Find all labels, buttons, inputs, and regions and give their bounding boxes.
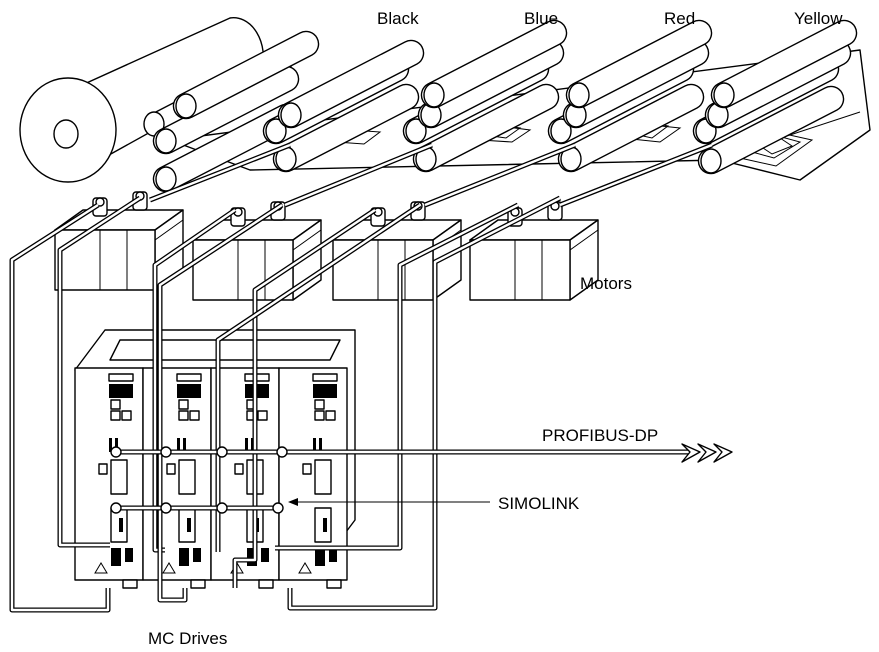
label-motors: Motors xyxy=(580,274,632,293)
label-blue: Blue xyxy=(524,9,558,28)
label-red: Red xyxy=(664,9,695,28)
motor-shafts xyxy=(149,142,713,208)
label-profibus-dp: PROFIBUS-DP xyxy=(542,426,658,445)
label-simolink: SIMOLINK xyxy=(498,494,580,513)
label-black: Black xyxy=(377,9,419,28)
simolink-ring xyxy=(110,498,490,514)
label-mc-drives: MC Drives xyxy=(148,629,227,648)
profibus-bus xyxy=(110,443,733,463)
drive-rack xyxy=(74,329,356,589)
label-yellow: Yellow xyxy=(794,9,843,28)
motor-4 xyxy=(469,201,599,301)
motor-cables xyxy=(9,195,562,613)
